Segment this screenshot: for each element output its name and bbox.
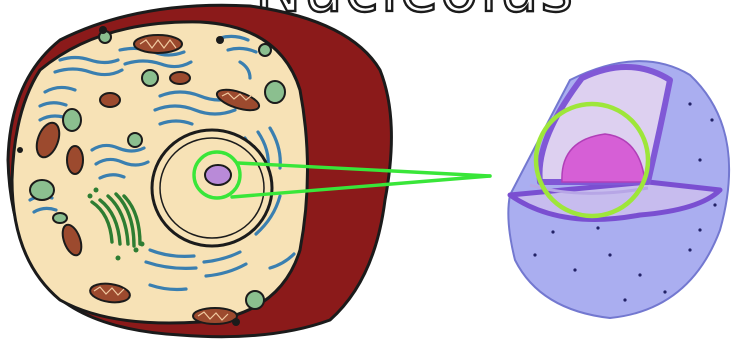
nucleus <box>152 130 272 246</box>
nucleolus-small <box>205 165 231 185</box>
nucleus-cutaway <box>508 61 729 318</box>
